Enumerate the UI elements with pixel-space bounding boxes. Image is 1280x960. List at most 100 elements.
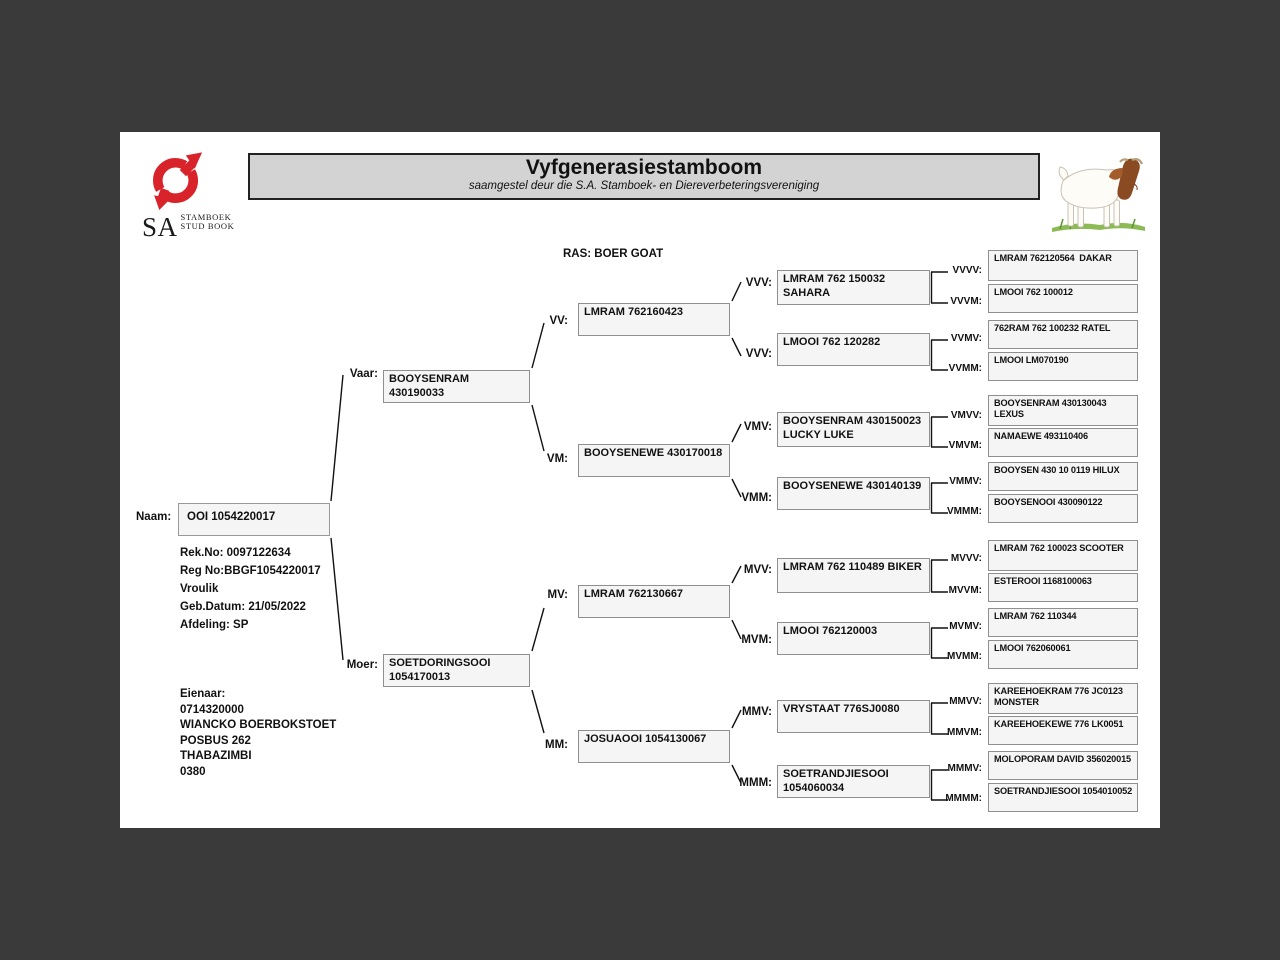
pedigree-label-vvv-1: VVV:	[745, 277, 772, 289]
detail-afdeling: Afdeling: SP	[180, 619, 249, 631]
pedigree-name-vmmv: BOOYSEN 430 10 0119 HILUX	[994, 465, 1120, 475]
owner-block: Eienaar: 0714320000 WIANCKO BOERBOKSTOET…	[180, 687, 336, 780]
pedigree-box-vm: BOOYSENEWE 430170018	[578, 444, 730, 477]
owner-phone: 0714320000	[180, 703, 244, 716]
pedigree-box-mmvv: KAREEHOEKRAM 776 JC0123 MONSTER	[988, 683, 1138, 714]
owner-postal-code: 0380	[180, 765, 206, 778]
pedigree-box-mmv: VRYSTAAT 776SJ0080	[777, 700, 930, 733]
pedigree-box-mvm: LMOOI 762120003	[777, 622, 930, 655]
pedigree-label-vmv: VMV:	[743, 421, 772, 433]
pedigree-box-vmvv: BOOYSENRAM 430130043 LEXUS	[988, 395, 1138, 426]
pedigree-name-vmmm: BOOYSENOOI 430090122	[994, 497, 1103, 507]
pedigree-label-mm: MM:	[545, 739, 568, 751]
pedigree-label-mv: MV:	[547, 589, 568, 601]
pedigree-box-vv: LMRAM 762160423	[578, 303, 730, 336]
pedigree-name-vaar: BOOYSENRAM 430190033	[389, 373, 473, 399]
pedigree-name-mmmv: MOLOPORAM DAVID 356020015	[994, 754, 1132, 764]
pedigree-box-vmm: BOOYSENEWE 430140139	[777, 477, 930, 510]
breed-line: RAS: BOER GOAT	[563, 248, 664, 260]
pedigree-box-mv: LMRAM 762130667	[578, 585, 730, 618]
animal-name: OOI 1054220017	[187, 511, 276, 523]
pedigree-label-mvm: MVM:	[741, 634, 772, 646]
pedigree-label-mmvm: MMVM:	[947, 727, 982, 738]
pedigree-box-vvmm: LMOOI LM070190	[988, 352, 1138, 381]
pedigree-label-vvmv: VVMV:	[950, 333, 982, 344]
pedigree-label-mvmv: MVMV:	[949, 621, 982, 632]
pedigree-box-mvmv: LMRAM 762 110344	[988, 608, 1138, 637]
owner-address-2: THABAZIMBI	[180, 750, 252, 762]
pedigree-label-vaar: Vaar:	[349, 368, 378, 380]
pedigree-box-mmmv: MOLOPORAM DAVID 356020015	[988, 751, 1138, 780]
pedigree-label-moer: Moer:	[346, 659, 378, 671]
pedigree-box-moer: SOETDORINGSOOI 1054170013	[383, 654, 530, 687]
pedigree-box-vvv-1: LMRAM 762 150032 SAHARA	[777, 270, 930, 305]
animal-name-box: OOI 1054220017	[178, 503, 330, 536]
pedigree-box-vvv-2: LMOOI 762 120282	[777, 333, 930, 366]
pedigree-box-mmvm: KAREEHOEKEWE 776 LK0051	[988, 716, 1138, 745]
pedigree-name-mvm: LMOOI 762120003	[783, 625, 878, 637]
naam-label: Naam:	[136, 511, 172, 523]
pedigree-box-mvvm: ESTEROOI 1168100063	[988, 573, 1138, 602]
pedigree-name-mvvv: LMRAM 762 100023 SCOOTER	[994, 543, 1124, 553]
pedigree-label-mvmm: MVMM:	[947, 651, 982, 662]
pedigree-name-vm: BOOYSENEWE 430170018	[584, 447, 723, 459]
pedigree-name-vmm: BOOYSENEWE 430140139	[783, 480, 922, 492]
logo-sa-text: SA	[142, 212, 178, 242]
pedigree-label-vmm: VMM:	[741, 492, 772, 504]
pedigree-label-vv: VV:	[549, 315, 568, 327]
owner-label: Eienaar:	[180, 688, 226, 700]
pedigree-label-mmm: MMM:	[739, 777, 772, 789]
detail-birth-date: Geb.Datum: 21/05/2022	[180, 601, 306, 613]
pedigree-name-vvvm: LMOOI 762 100012	[994, 287, 1073, 297]
pedigree-name-mvvm: ESTEROOI 1168100063	[994, 576, 1092, 586]
pedigree-box-mvmm: LMOOI 762060061	[988, 640, 1138, 669]
pedigree-box-vvmv: 762RAM 762 100232 RATEL	[988, 320, 1138, 349]
pedigree-box-vmmv: BOOYSEN 430 10 0119 HILUX	[988, 462, 1138, 491]
pedigree-box-vvvm: LMOOI 762 100012	[988, 284, 1138, 313]
pedigree-label-vmmm: VMMM:	[947, 506, 982, 517]
pedigree-name-mv: LMRAM 762130667	[584, 588, 684, 600]
pedigree-label-vmvm: VMVM:	[948, 440, 982, 451]
pedigree-name-mmm: SOETRANDJIESOOI 1054060034	[783, 768, 892, 794]
pedigree-name-mvv: LMRAM 762 110489 BIKER	[783, 561, 922, 573]
pedigree-box-vmvm: NAMAEWE 493110406	[988, 428, 1138, 457]
owner-address-1: POSBUS 262	[180, 734, 251, 747]
pedigree-name-mmvm: KAREEHOEKEWE 776 LK0051	[994, 719, 1124, 729]
pedigree-label-vmmv: VMMV:	[949, 476, 982, 487]
owner-name: WIANCKO BOERBOKSTOET	[180, 719, 337, 731]
pedigree-box-mvv: LMRAM 762 110489 BIKER	[777, 558, 930, 593]
pedigree-label-mvvv: MVVV:	[950, 553, 982, 564]
pedigree-label-mmmm: MMMM:	[945, 793, 982, 804]
pedigree-name-vmvm: NAMAEWE 493110406	[994, 431, 1088, 441]
detail-sex: Vroulik	[180, 583, 219, 595]
pedigree-box-vvvv: LMRAM 762120564 DAKAR	[988, 250, 1138, 281]
pedigree-name-mmvv: KAREEHOEKRAM 776 JC0123 MONSTER	[994, 686, 1126, 707]
pedigree-name-vv: LMRAM 762160423	[584, 306, 684, 318]
pedigree-name-vvv-1: LMRAM 762 150032 SAHARA	[783, 273, 889, 299]
pedigree-label-vvvv: VVVV:	[952, 265, 982, 276]
sa-stud-book-arrows-icon	[153, 152, 203, 210]
pedigree-name-vvmm: LMOOI LM070190	[994, 355, 1069, 365]
pedigree-name-vvv-2: LMOOI 762 120282	[783, 336, 881, 348]
pedigree-box-mmm: SOETRANDJIESOOI 1054060034	[777, 765, 930, 798]
pedigree-name-vvmv: 762RAM 762 100232 RATEL	[994, 323, 1111, 333]
title-banner: Vyfgenerasiestamboom saamgestel deur die…	[248, 153, 1040, 200]
pedigree-box-vaar: BOOYSENRAM 430190033	[383, 370, 530, 403]
pedigree-box-vmmm: BOOYSENOOI 430090122	[988, 494, 1138, 523]
document-subtitle: saamgestel deur die S.A. Stamboek- en Di…	[468, 180, 820, 192]
boer-goat-illustration	[1052, 158, 1145, 232]
pedigree-label-vvv-2: VVV:	[745, 348, 772, 360]
pedigree-name-vmvv: BOOYSENRAM 430130043 LEXUS	[994, 398, 1109, 419]
pedigree-label-mvv: MVV:	[743, 564, 772, 576]
pedigree-label-vvvm: VVVM:	[950, 296, 982, 307]
pedigree-label-mvvm: MVVM:	[948, 585, 982, 596]
pedigree-name-mvmm: LMOOI 762060061	[994, 643, 1071, 653]
document-title: Vyfgenerasiestamboom	[525, 156, 763, 179]
pedigree-box-vmv: BOOYSENRAM 430150023 LUCKY LUKE	[777, 412, 930, 447]
detail-rek-no: Rek.No: 0097122634	[180, 547, 291, 559]
pedigree-label-vmvv: VMVV:	[950, 410, 982, 421]
